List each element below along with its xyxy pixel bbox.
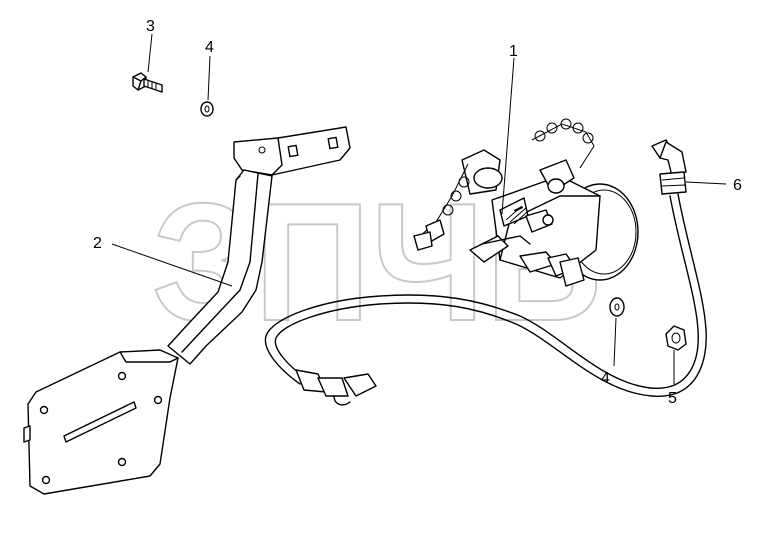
part-4-washer-lower — [609, 297, 625, 317]
callout-5: 5 — [668, 390, 677, 407]
part-2-pedal — [23, 126, 351, 495]
callout-6: 6 — [733, 177, 742, 194]
callout-4-lower: 4 — [601, 370, 610, 387]
hose-lines — [264, 193, 707, 406]
part-5-nut — [665, 325, 687, 351]
part-4-washer-upper — [200, 101, 214, 117]
callout-1: 1 — [509, 43, 518, 60]
part-1-valve-assembly — [413, 118, 639, 287]
leader-lines — [111, 33, 727, 384]
callout-4-upper: 4 — [205, 39, 214, 56]
callout-3: 3 — [146, 18, 155, 35]
part-6-elbow-fitting — [651, 139, 687, 195]
callouts: 1 2 3 4 4 5 6 — [93, 18, 742, 407]
callout-2: 2 — [93, 235, 102, 252]
part-3-bolt — [132, 72, 163, 93]
